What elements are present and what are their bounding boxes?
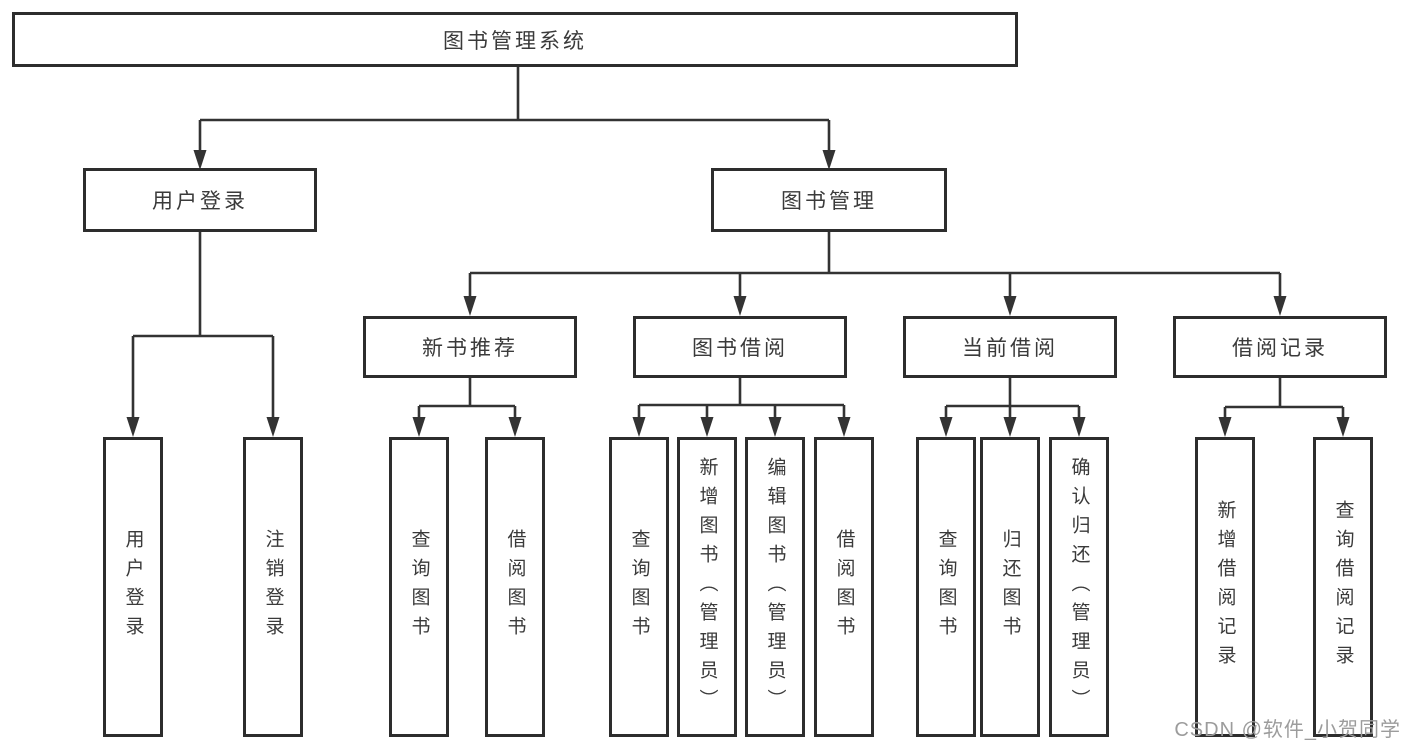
node-user-login-label: 用户登录	[152, 190, 248, 213]
leaf-borrow-add-books-admin: 新增图书（管理员）	[677, 437, 737, 737]
connector-book-mgmt-to-level3	[463, 232, 1287, 316]
leaf-current-confirm-return-admin: 确认归还（管理员）	[1049, 437, 1109, 737]
leaf-user-login: 用户登录	[103, 437, 163, 737]
leaf-recommend-borrow-books: 借阅图书	[485, 437, 545, 737]
leaf-recommend-query-books-label: 查询图书	[408, 529, 430, 645]
connector-root-to-level2	[193, 67, 836, 170]
connector-borrow-records-to-leaves	[1218, 378, 1350, 437]
node-current-borrow-label: 当前借阅	[962, 337, 1058, 360]
leaf-borrow-query-books-label: 查询图书	[628, 529, 650, 645]
leaf-current-confirm-return-admin-label: 确认归还（管理员）	[1068, 456, 1090, 718]
leaf-logout: 注销登录	[243, 437, 303, 737]
node-borrow-records: 借阅记录	[1173, 316, 1387, 378]
node-borrow-records-label: 借阅记录	[1232, 337, 1328, 360]
node-root-label: 图书管理系统	[443, 29, 587, 53]
node-current-borrow: 当前借阅	[903, 316, 1117, 378]
leaf-borrow-borrow-books-label: 借阅图书	[833, 529, 855, 645]
leaf-records-query-record: 查询借阅记录	[1313, 437, 1373, 737]
node-book-mgmt-label: 图书管理	[781, 190, 877, 213]
leaf-records-add-record-label: 新增借阅记录	[1214, 500, 1236, 674]
connector-new-book-to-leaves	[412, 378, 522, 437]
connector-user-login-to-leaves	[126, 232, 280, 437]
leaf-logout-label: 注销登录	[262, 529, 284, 645]
leaf-borrow-add-books-admin-label: 新增图书（管理员）	[696, 456, 718, 718]
leaf-records-add-record: 新增借阅记录	[1195, 437, 1255, 737]
watermark: CSDN @软件_小贺同学	[1174, 719, 1401, 741]
connector-book-borrow-to-leaves	[632, 378, 851, 437]
connector-current-borrow-to-leaves	[939, 378, 1086, 437]
leaf-borrow-edit-books-admin: 编辑图书（管理员）	[745, 437, 805, 737]
leaf-borrow-borrow-books: 借阅图书	[814, 437, 874, 737]
node-new-book-recommend-label: 新书推荐	[422, 337, 518, 360]
node-book-borrow: 图书借阅	[633, 316, 847, 378]
node-book-borrow-label: 图书借阅	[692, 337, 788, 360]
node-user-login: 用户登录	[83, 168, 317, 232]
node-root: 图书管理系统	[12, 12, 1018, 67]
leaf-borrow-query-books: 查询图书	[609, 437, 669, 737]
leaf-recommend-query-books: 查询图书	[389, 437, 449, 737]
leaf-borrow-edit-books-admin-label: 编辑图书（管理员）	[764, 456, 786, 718]
leaf-current-query-books: 查询图书	[916, 437, 976, 737]
leaf-current-return-books-label: 归还图书	[999, 529, 1021, 645]
leaf-recommend-borrow-books-label: 借阅图书	[504, 529, 526, 645]
leaf-current-query-books-label: 查询图书	[935, 529, 957, 645]
leaf-current-return-books: 归还图书	[980, 437, 1040, 737]
node-book-mgmt: 图书管理	[711, 168, 947, 232]
node-new-book-recommend: 新书推荐	[363, 316, 577, 378]
leaf-user-login-label: 用户登录	[122, 529, 144, 645]
leaf-records-query-record-label: 查询借阅记录	[1332, 500, 1354, 674]
